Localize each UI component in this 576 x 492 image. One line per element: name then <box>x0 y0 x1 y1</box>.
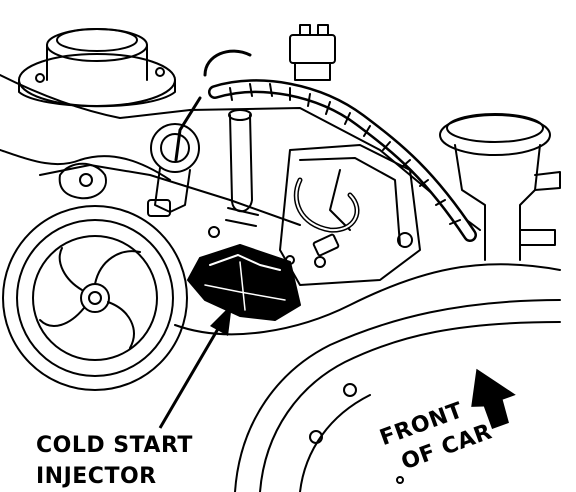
electrical-connector <box>289 24 336 81</box>
cold-start-injector-body <box>187 244 301 321</box>
front-of-car-arrow-icon <box>471 368 516 430</box>
crank-pulley <box>2 205 188 391</box>
sensor-cap <box>147 123 200 217</box>
throttle-body <box>18 28 176 108</box>
callout-label-line1: COLD START <box>36 433 193 458</box>
callout-arrow-icon <box>158 304 232 429</box>
timing-cover <box>174 263 561 492</box>
intake-plenum <box>279 144 421 286</box>
wiring-harness <box>174 49 477 242</box>
injector-harness <box>293 177 360 257</box>
mount-bracket <box>58 162 107 200</box>
radiator-cap <box>439 113 561 261</box>
coolant-hose <box>225 109 259 227</box>
callout-label-line2: INJECTOR <box>36 464 157 489</box>
